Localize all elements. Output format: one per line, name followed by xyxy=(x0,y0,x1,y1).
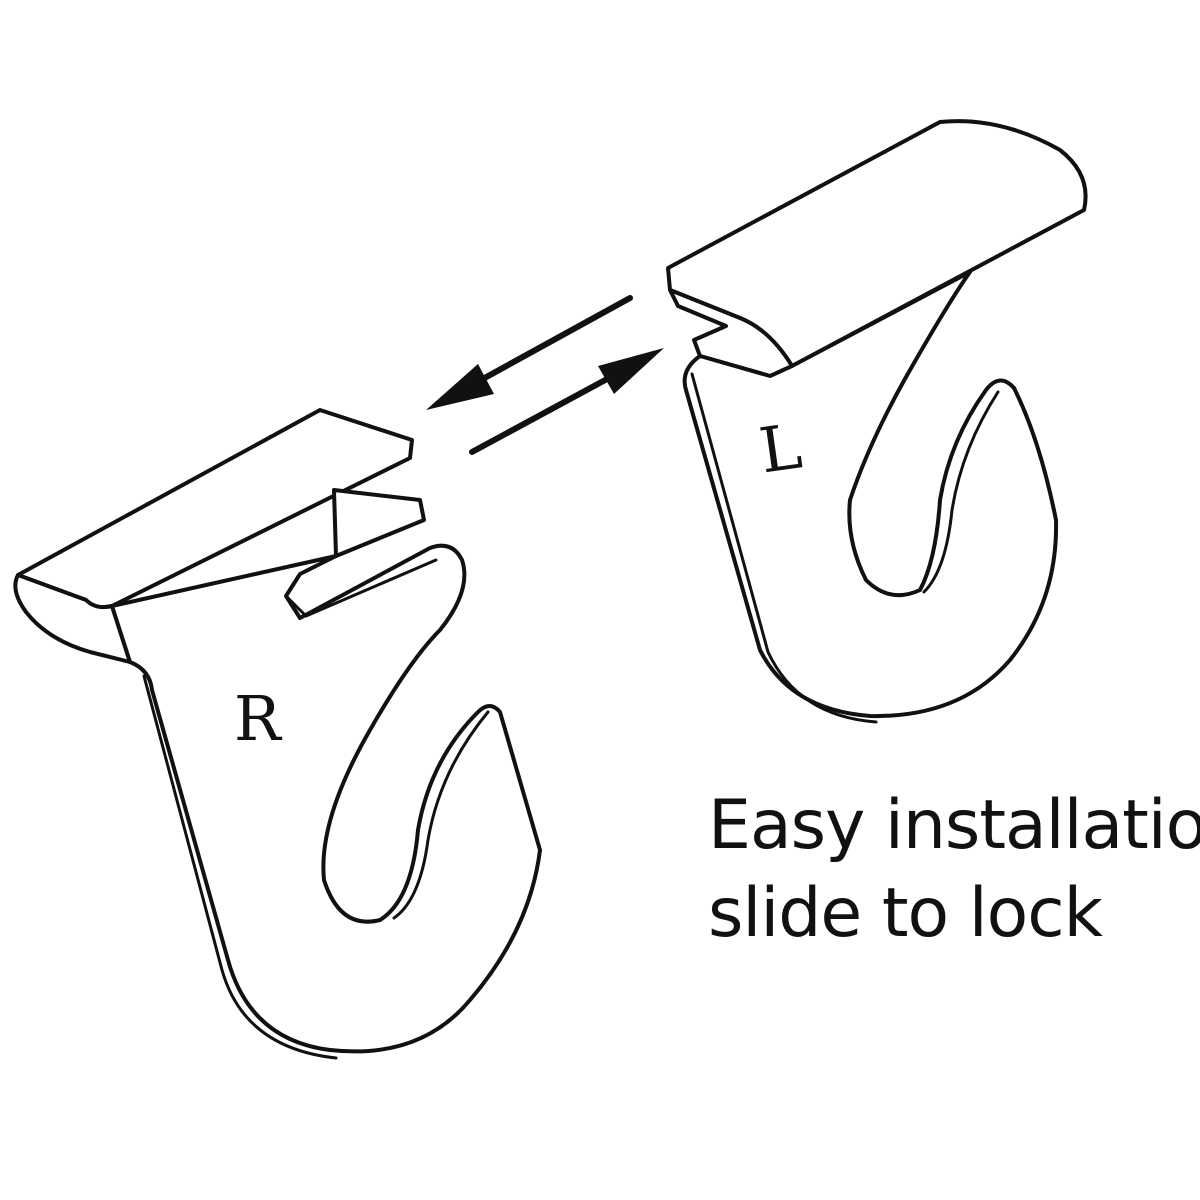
caption-line-1: Easy installation xyxy=(708,786,1200,865)
arrow-right-head xyxy=(598,348,664,394)
right-hook-clip-curl xyxy=(13,573,132,664)
left-hook-label: L xyxy=(755,409,806,488)
slide-arrows xyxy=(426,295,664,455)
arrow-right-shaft xyxy=(469,369,623,455)
left-hook xyxy=(666,119,1088,724)
arrow-left-shaft xyxy=(467,295,633,389)
right-hook-slot-edge xyxy=(284,558,438,618)
right-hook-label: R xyxy=(234,682,281,755)
right-hook-inner-edge xyxy=(392,710,490,920)
right-hook-inner-plate xyxy=(332,488,426,558)
arrow-left-head xyxy=(426,364,494,410)
right-hook-body xyxy=(110,543,542,1054)
left-hook-body xyxy=(682,270,1059,719)
left-hook-inner-edge xyxy=(922,390,1000,594)
right-hook xyxy=(13,408,542,1060)
caption-line-2: slide to lock xyxy=(708,874,1103,953)
caption: Easy installation slide to lock xyxy=(708,782,1200,958)
left-hook-back-edge xyxy=(690,372,878,724)
right-hook-back-edge xyxy=(142,674,338,1060)
